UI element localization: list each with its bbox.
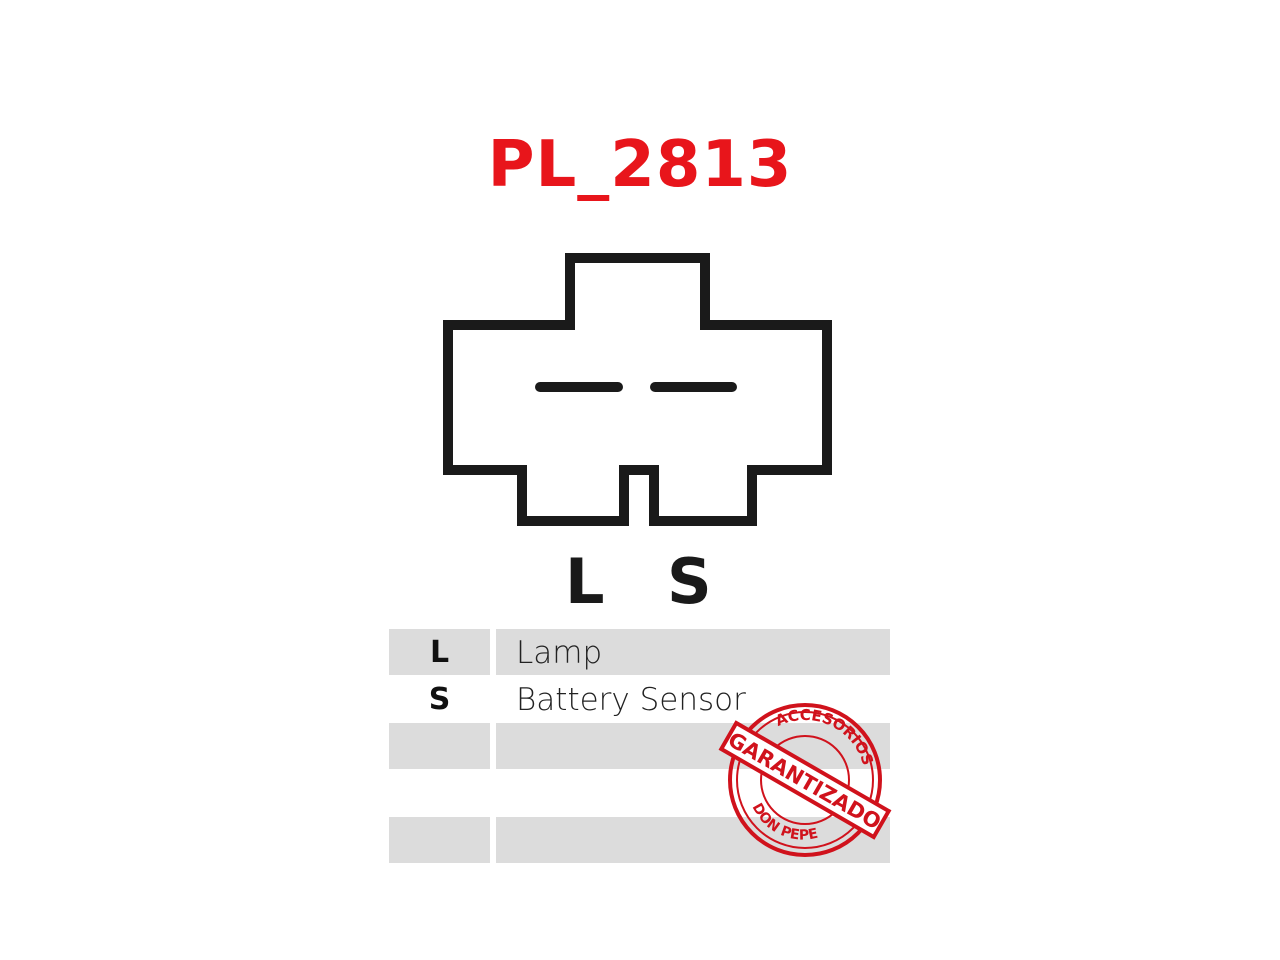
connector-outline (443, 253, 832, 526)
part-number-title: PL_2813 (487, 128, 793, 202)
pin-label-l: L (565, 545, 605, 618)
description-cell (496, 817, 890, 863)
table-row (389, 723, 890, 769)
guarantee-stamp: ACCESORIOS DON PEPE GARANTIZADO (718, 695, 892, 857)
table-row: S Battery Sensor (389, 676, 890, 722)
pin-cell (389, 817, 490, 863)
description-cell: Battery Sensor (516, 682, 746, 718)
description-cell (496, 723, 890, 769)
description-cell: Lamp (496, 629, 890, 675)
pin-label-s: S (667, 545, 712, 618)
pin-cell: S (428, 682, 451, 717)
table-row (389, 817, 890, 863)
pin-cell (389, 770, 490, 816)
table-row: L Lamp (389, 629, 890, 675)
pin-cell: L (389, 629, 490, 675)
pin-cell (389, 723, 490, 769)
